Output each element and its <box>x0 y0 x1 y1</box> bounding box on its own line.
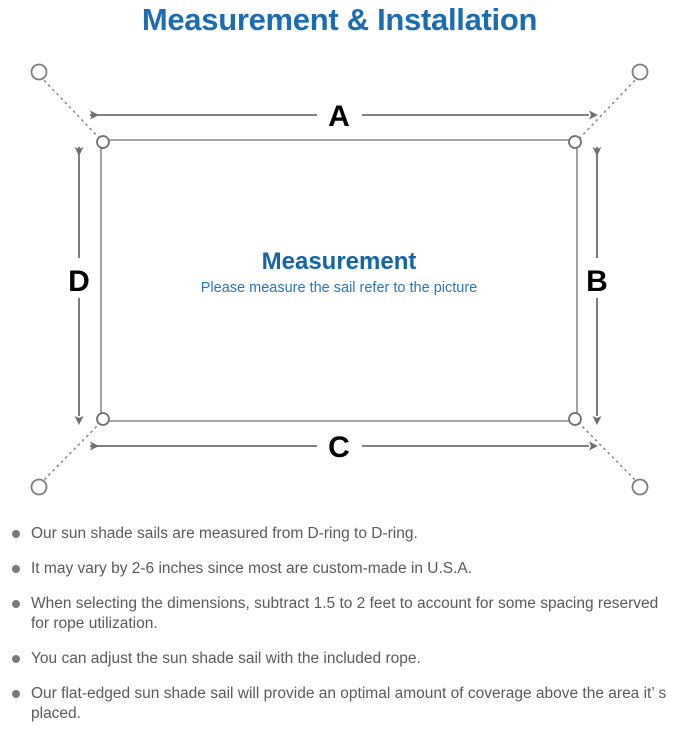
rope-bottom-left <box>39 419 104 485</box>
d-ring-bottom-left <box>96 412 110 426</box>
measurement-diagram: Measurement Please measure the sail refe… <box>0 50 679 515</box>
rope-bottom-right <box>575 419 640 485</box>
d-rings <box>96 135 582 426</box>
dimension-label-d: D <box>68 265 90 298</box>
note-text: Our flat-edged sun shade sail will provi… <box>31 685 667 722</box>
bullet-icon <box>12 600 20 608</box>
list-item: When selecting the dimensions, subtract … <box>0 594 679 634</box>
dimension-label-b: B <box>586 265 608 298</box>
rope-top-right <box>575 75 640 143</box>
note-text: Our sun shade sails are measured from D-… <box>31 525 418 542</box>
d-ring-top-left <box>96 135 110 149</box>
anchor-point-top-right <box>631 63 649 81</box>
diagram-svg: Measurement Please measure the sail refe… <box>30 63 649 496</box>
anchor-points <box>30 63 649 496</box>
rope-top-left <box>39 75 104 143</box>
anchor-point-bottom-left <box>30 478 48 496</box>
dimension-label-c: C <box>328 431 350 464</box>
note-text: It may vary by 2-6 inches since most are… <box>31 560 473 577</box>
sail-heading: Measurement <box>262 248 417 275</box>
list-item: It may vary by 2-6 inches since most are… <box>0 559 679 579</box>
notes-list: Our sun shade sails are measured from D-… <box>0 524 679 739</box>
d-ring-bottom-right <box>568 412 582 426</box>
note-text: When selecting the dimensions, subtract … <box>31 595 659 632</box>
bullet-icon <box>12 655 20 663</box>
bullet-icon <box>12 530 20 538</box>
d-ring-top-right <box>568 135 582 149</box>
list-item: Our flat-edged sun shade sail will provi… <box>0 684 679 724</box>
bullet-icon <box>12 565 20 573</box>
sail-subheading: Please measure the sail refer to the pic… <box>201 280 477 296</box>
list-item: Our sun shade sails are measured from D-… <box>0 524 679 544</box>
list-item: You can adjust the sun shade sail with t… <box>0 649 679 669</box>
bullet-icon <box>12 690 20 698</box>
note-text: You can adjust the sun shade sail with t… <box>31 650 421 667</box>
page-title: Measurement & Installation <box>141 2 538 37</box>
dimension-label-a: A <box>328 100 350 133</box>
sail-body <box>100 139 578 422</box>
anchor-point-bottom-right <box>631 478 649 496</box>
anchor-point-top-left <box>30 63 48 81</box>
